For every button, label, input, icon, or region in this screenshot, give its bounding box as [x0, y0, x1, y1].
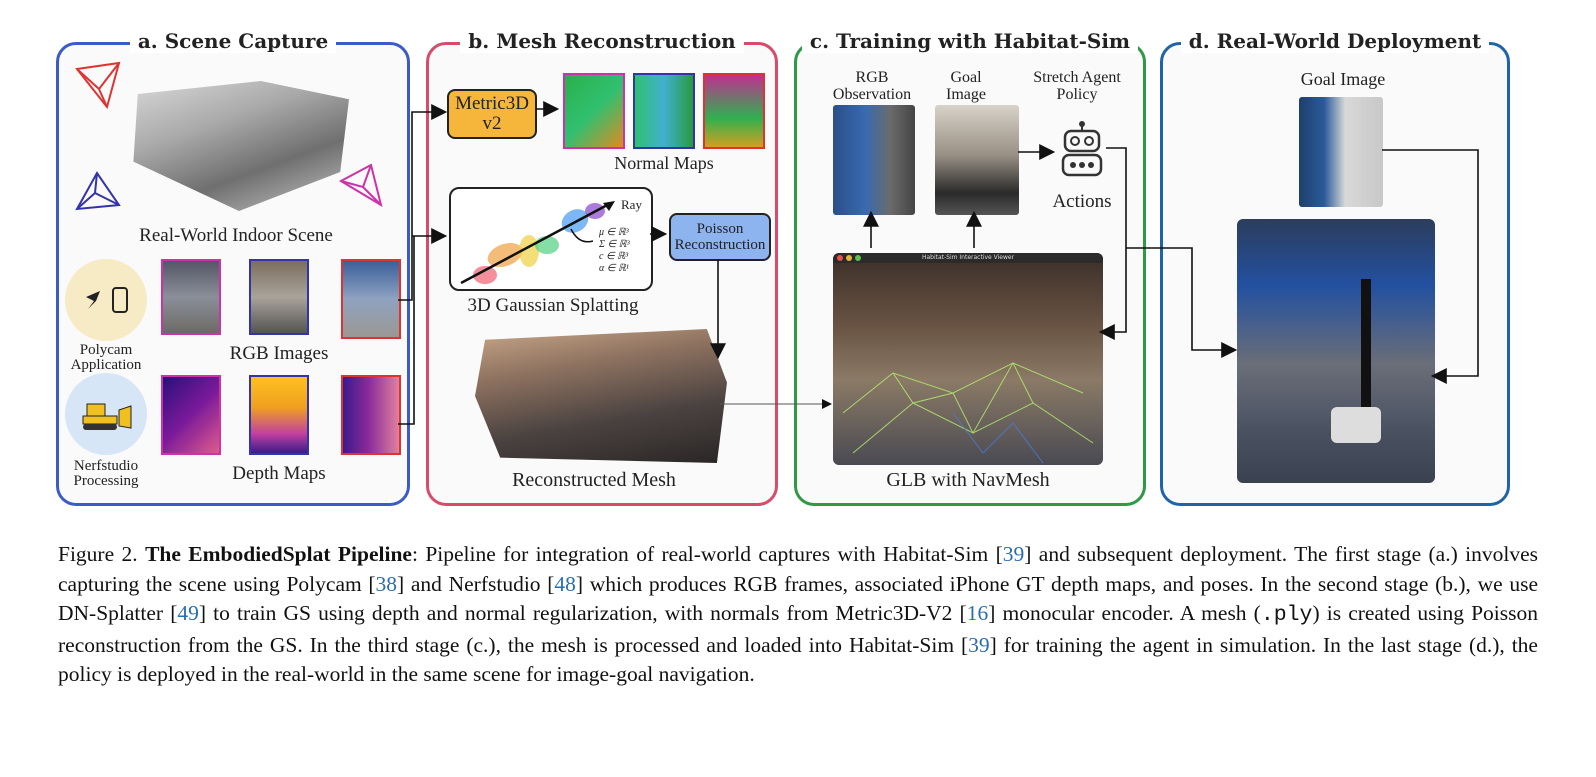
window-minimize-icon	[846, 255, 852, 261]
reconstructed-mesh-label: Reconstructed Mesh	[512, 469, 676, 491]
goal-image	[935, 105, 1019, 215]
citation-link[interactable]: 39	[1002, 542, 1025, 566]
camera-frustum-icon	[75, 171, 121, 211]
depth-map-thumb	[161, 375, 221, 455]
citation-link[interactable]: 48	[554, 571, 576, 596]
camera-frustum-icon	[75, 61, 121, 110]
deployment-robot-photo	[1237, 219, 1435, 483]
caption-fig-number: Figure 2.	[58, 542, 138, 566]
gaussian-splatting-label: 3D Gaussian Splatting	[467, 295, 639, 316]
gaussian-splatting-box: Ray μ ∈ ℝ³ Σ ∈ ℝ³ c ∈ ℝ³ α ∈ ℝ¹	[449, 187, 653, 291]
policy-label: Stretch Agent Policy	[1033, 69, 1121, 103]
goal-image-label: Goal Image	[946, 69, 986, 103]
indoor-scene-pointcloud	[133, 81, 349, 211]
figure-caption: Figure 2. The EmbodiedSplat Pipeline: Pi…	[58, 542, 1539, 686]
citation-link[interactable]: 49	[177, 601, 199, 625]
navmesh-overlay	[842, 361, 1094, 464]
ray-label: Ray	[621, 197, 642, 212]
panel-real-world-deployment: d. Real-World Deployment Goal Image	[1160, 29, 1510, 506]
panel-title-b: b. Mesh Reconstruction	[460, 29, 744, 53]
metric3d-box: Metric3D v2	[447, 89, 537, 139]
normal-map-thumb	[703, 73, 765, 149]
reconstructed-mesh	[475, 329, 727, 463]
phone-icon	[112, 287, 128, 313]
normal-map-thumb	[563, 73, 625, 149]
panel-scene-capture: a. Scene Capture Real-World Indoor Scene	[56, 29, 410, 506]
deploy-goal-label: Goal Image	[1300, 69, 1386, 89]
citation-link[interactable]: 16	[966, 601, 989, 625]
camera-frustum-icon	[338, 163, 383, 208]
glb-navmesh-label: GLB with NavMesh	[886, 469, 1050, 491]
depth-map-thumb	[341, 375, 401, 455]
citation-link[interactable]: 38	[375, 571, 398, 596]
panel-mesh-reconstruction: b. Mesh Reconstruction Metric3D v2 Norma…	[426, 29, 778, 506]
normal-maps-label: Normal Maps	[614, 153, 714, 173]
robot-mast	[1361, 279, 1371, 419]
robot-base	[1331, 407, 1381, 443]
polycam-app-icon	[65, 259, 147, 341]
rgb-image-thumb	[249, 259, 309, 335]
rgb-images-label: RGB Images	[229, 343, 329, 364]
bulldozer-icon	[82, 403, 132, 430]
deploy-goal-image	[1299, 97, 1383, 207]
panel-habitat-training: c. Training with Habitat-Sim RGB Observa…	[794, 29, 1146, 506]
caption-bold-title: The EmbodiedSplat Pipeline	[145, 542, 412, 566]
robot-agent-icon	[1061, 121, 1103, 177]
polycam-label: Polycam Application	[70, 342, 142, 373]
window-close-icon	[837, 255, 843, 261]
panel-title-a: a. Scene Capture	[129, 29, 337, 53]
rgb-observation-image	[833, 105, 915, 215]
normal-map-thumb	[633, 73, 695, 149]
habitat-viewer-window: Habitat-Sim Interactive Viewer	[833, 253, 1103, 465]
poisson-box: Poisson Reconstruction	[669, 213, 771, 261]
depth-maps-label: Depth Maps	[232, 463, 326, 484]
rgb-observation-label: RGB Observation	[832, 69, 912, 103]
actions-label: Actions	[1052, 191, 1112, 212]
rgb-image-thumb	[341, 259, 401, 339]
nerfstudio-label: Nerfstudio Processing	[73, 458, 139, 489]
pipeline-figure: a. Scene Capture Real-World Indoor Scene	[56, 29, 1510, 506]
panel-title-d: d. Real-World Deployment	[1180, 29, 1490, 53]
citation-link[interactable]: 39	[968, 632, 990, 657]
scene-label: Real-World Indoor Scene	[139, 225, 333, 246]
panel-title-c: c. Training with Habitat-Sim	[801, 29, 1139, 53]
viewer-title: Habitat-Sim Interactive Viewer	[921, 254, 1015, 261]
caption-code: .ply	[1260, 603, 1313, 627]
depth-map-thumb	[249, 375, 309, 455]
viewer-titlebar: Habitat-Sim Interactive Viewer	[833, 253, 1103, 263]
rgb-image-thumb	[161, 259, 221, 335]
polycam-logo-icon	[86, 291, 100, 309]
gaussian-ellipses-icon	[460, 201, 615, 285]
window-maximize-icon	[855, 255, 861, 261]
nerfstudio-icon	[65, 373, 147, 455]
gs-params: μ ∈ ℝ³ Σ ∈ ℝ³ c ∈ ℝ³ α ∈ ℝ¹	[599, 227, 630, 274]
